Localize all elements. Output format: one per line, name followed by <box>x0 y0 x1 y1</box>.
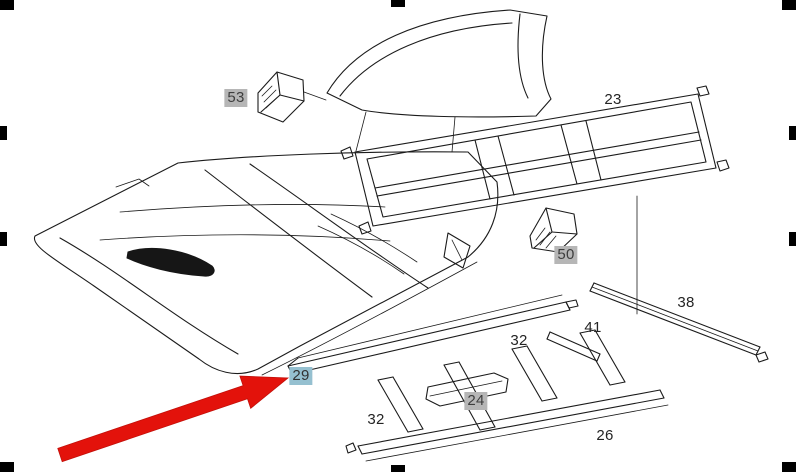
bracket-53 <box>257 71 305 123</box>
rear-frame-23 <box>340 85 730 269</box>
rear-bulkhead-panel <box>303 9 552 153</box>
part-label-32-lower: 32 <box>367 411 385 428</box>
floor-pan <box>33 151 499 376</box>
part-label-29[interactable]: 29 <box>289 367 313 385</box>
cross-member-26 <box>345 389 669 462</box>
cross-member-41 <box>546 331 601 362</box>
bracket-50 <box>529 207 578 253</box>
cross-member-29 <box>287 294 579 375</box>
red-arrow <box>57 375 290 463</box>
part-label-50[interactable]: 50 <box>554 246 578 264</box>
part-label-24[interactable]: 24 <box>464 392 488 410</box>
bracket-24 <box>425 372 509 407</box>
sill-rail-38 <box>589 195 769 363</box>
part-label-26: 26 <box>596 427 614 444</box>
part-label-23: 23 <box>604 91 622 108</box>
part-label-32-upper: 32 <box>510 332 528 349</box>
part-label-53[interactable]: 53 <box>224 89 248 107</box>
part-label-38: 38 <box>677 294 695 311</box>
part-label-41: 41 <box>584 319 602 336</box>
